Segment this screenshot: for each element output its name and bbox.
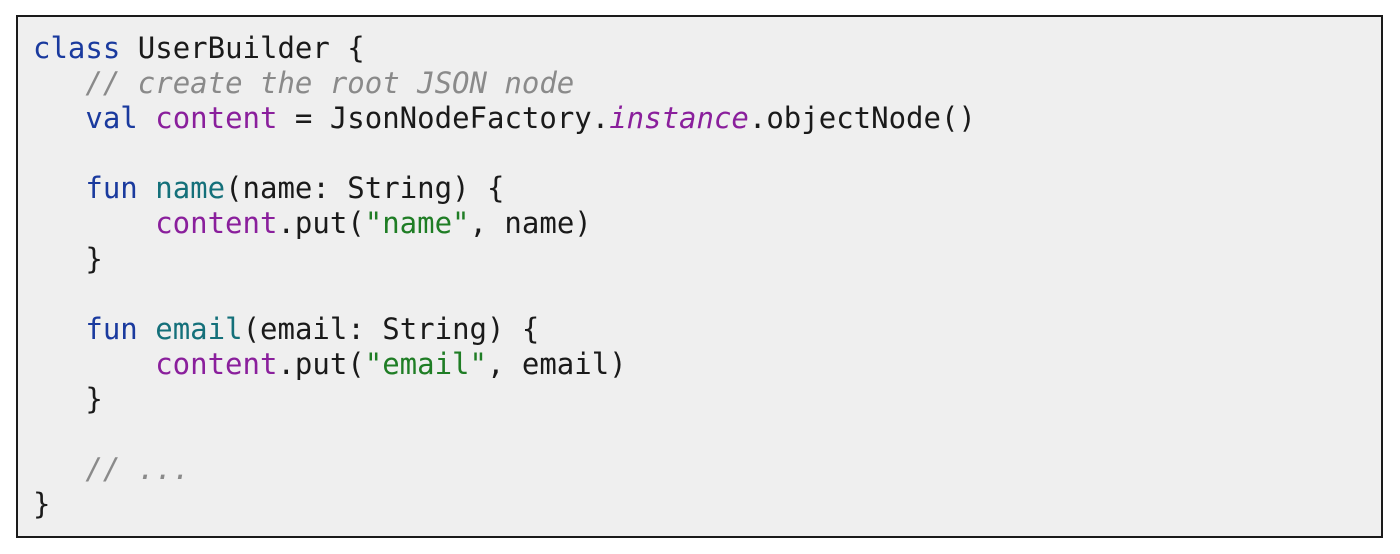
code-token: content <box>155 101 278 136</box>
code-token <box>138 312 155 346</box>
code-token <box>33 171 85 205</box>
code-token: fun <box>85 311 138 346</box>
code-line: // create the root JSON node <box>33 66 976 101</box>
code-token: name <box>155 171 226 206</box>
code-token <box>138 171 155 205</box>
code-token <box>33 206 155 240</box>
code-line: class UserBuilder { <box>33 31 976 66</box>
code-token: .objectNode() <box>748 101 976 136</box>
code-token <box>33 347 155 381</box>
code-token <box>33 312 85 346</box>
code-token: "name" <box>364 206 470 241</box>
code-token: .put( <box>277 206 365 241</box>
code-token <box>33 101 85 135</box>
code-token: , email) <box>486 346 627 381</box>
code-token: } <box>33 381 103 416</box>
code-line: content.put("email", email) <box>33 347 976 382</box>
code-token: } <box>33 241 103 276</box>
code-token <box>138 101 155 135</box>
code-line <box>33 277 976 312</box>
code-line: } <box>33 487 976 522</box>
code-token: content <box>155 206 278 241</box>
code-line: } <box>33 242 976 277</box>
code-token: } <box>33 487 51 522</box>
code-token: content <box>155 346 278 381</box>
code-line: fun email(email: String) { <box>33 312 976 347</box>
code-token: email <box>155 311 243 346</box>
code-token: (email: String) { <box>242 311 540 346</box>
code-token: // ... <box>85 452 191 487</box>
code-block: class UserBuilder { // create the root J… <box>16 15 1383 538</box>
code-line: content.put("name", name) <box>33 206 976 241</box>
code-token: "email" <box>364 346 487 381</box>
code-listing: class UserBuilder { // create the root J… <box>33 31 976 522</box>
code-token: fun <box>85 171 138 206</box>
code-line: val content = JsonNodeFactory.instance.o… <box>33 101 976 136</box>
code-line: // ... <box>33 452 976 487</box>
code-token: val <box>85 101 138 136</box>
code-token <box>33 452 85 486</box>
code-token: instance <box>609 101 749 136</box>
code-token: // create the root JSON node <box>85 66 575 101</box>
code-token: = JsonNodeFactory. <box>277 101 610 136</box>
code-line <box>33 136 976 171</box>
code-token <box>33 66 85 100</box>
code-token: class <box>33 31 121 65</box>
code-line <box>33 417 976 452</box>
code-token: , name) <box>469 206 592 241</box>
code-token: UserBuilder { <box>120 31 365 65</box>
code-token: .put( <box>277 346 365 381</box>
code-line: } <box>33 382 976 417</box>
code-line: fun name(name: String) { <box>33 171 976 206</box>
code-token: (name: String) { <box>225 171 505 206</box>
